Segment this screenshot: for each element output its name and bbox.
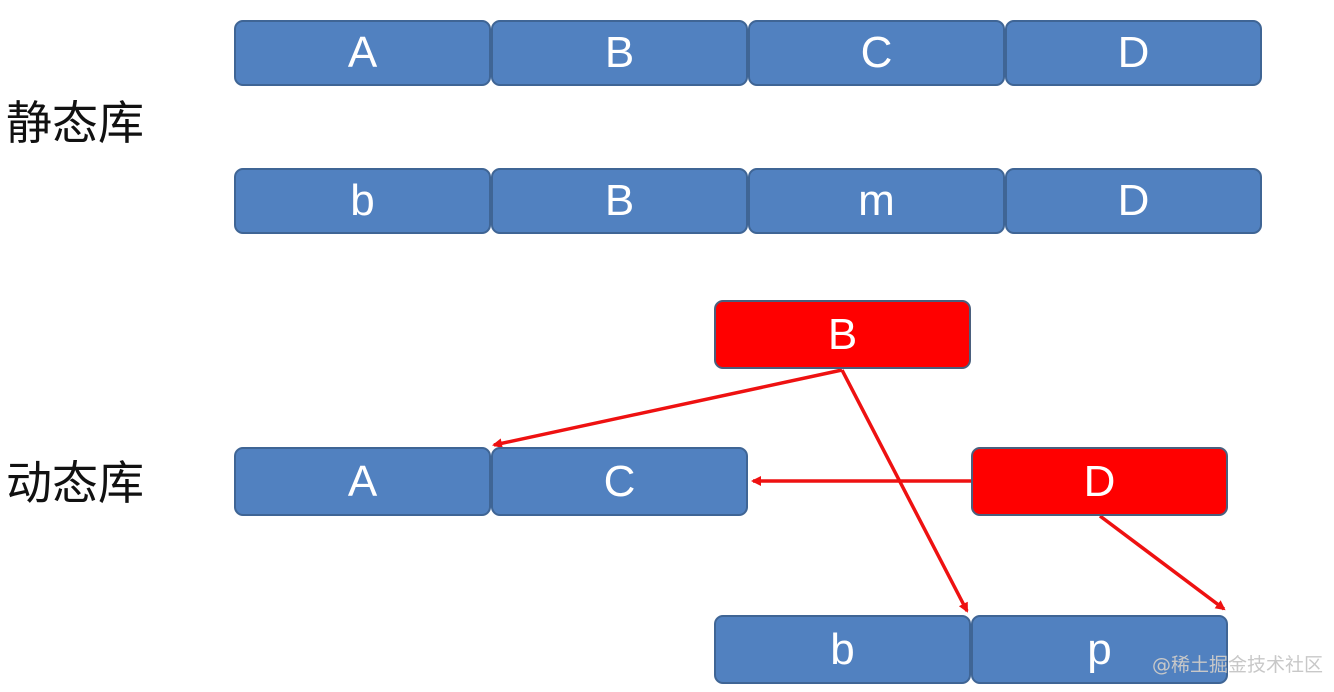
arrow-d-to-p xyxy=(1098,514,1226,611)
dynamic-bottom-module-2: p xyxy=(971,615,1228,684)
static-row1-module-3: C xyxy=(748,20,1005,86)
static-row2-module-3: m xyxy=(748,168,1005,234)
dynamic-red-module-2: D xyxy=(971,447,1228,516)
arrow-b-to-b xyxy=(840,369,969,613)
static-row2-module-2: B xyxy=(491,168,748,234)
dynamic-main-module-2: C xyxy=(491,447,748,516)
dynamic-library-label: 动态库 xyxy=(6,456,144,510)
dynamic-main-module-1: A xyxy=(234,447,491,516)
static-row1-module-1: A xyxy=(234,20,491,86)
static-library-label: 静态库 xyxy=(6,96,144,150)
arrow-b-to-a xyxy=(492,368,843,449)
static-row1-module-4: D xyxy=(1005,20,1262,86)
dynamic-red-module-1: B xyxy=(714,300,971,369)
static-row1-module-2: B xyxy=(491,20,748,86)
dynamic-bottom-module-1: b xyxy=(714,615,971,684)
static-row2-module-4: D xyxy=(1005,168,1262,234)
static-row2-module-1: b xyxy=(234,168,491,234)
watermark-text: @稀土掘金技术社区 xyxy=(1152,654,1324,676)
